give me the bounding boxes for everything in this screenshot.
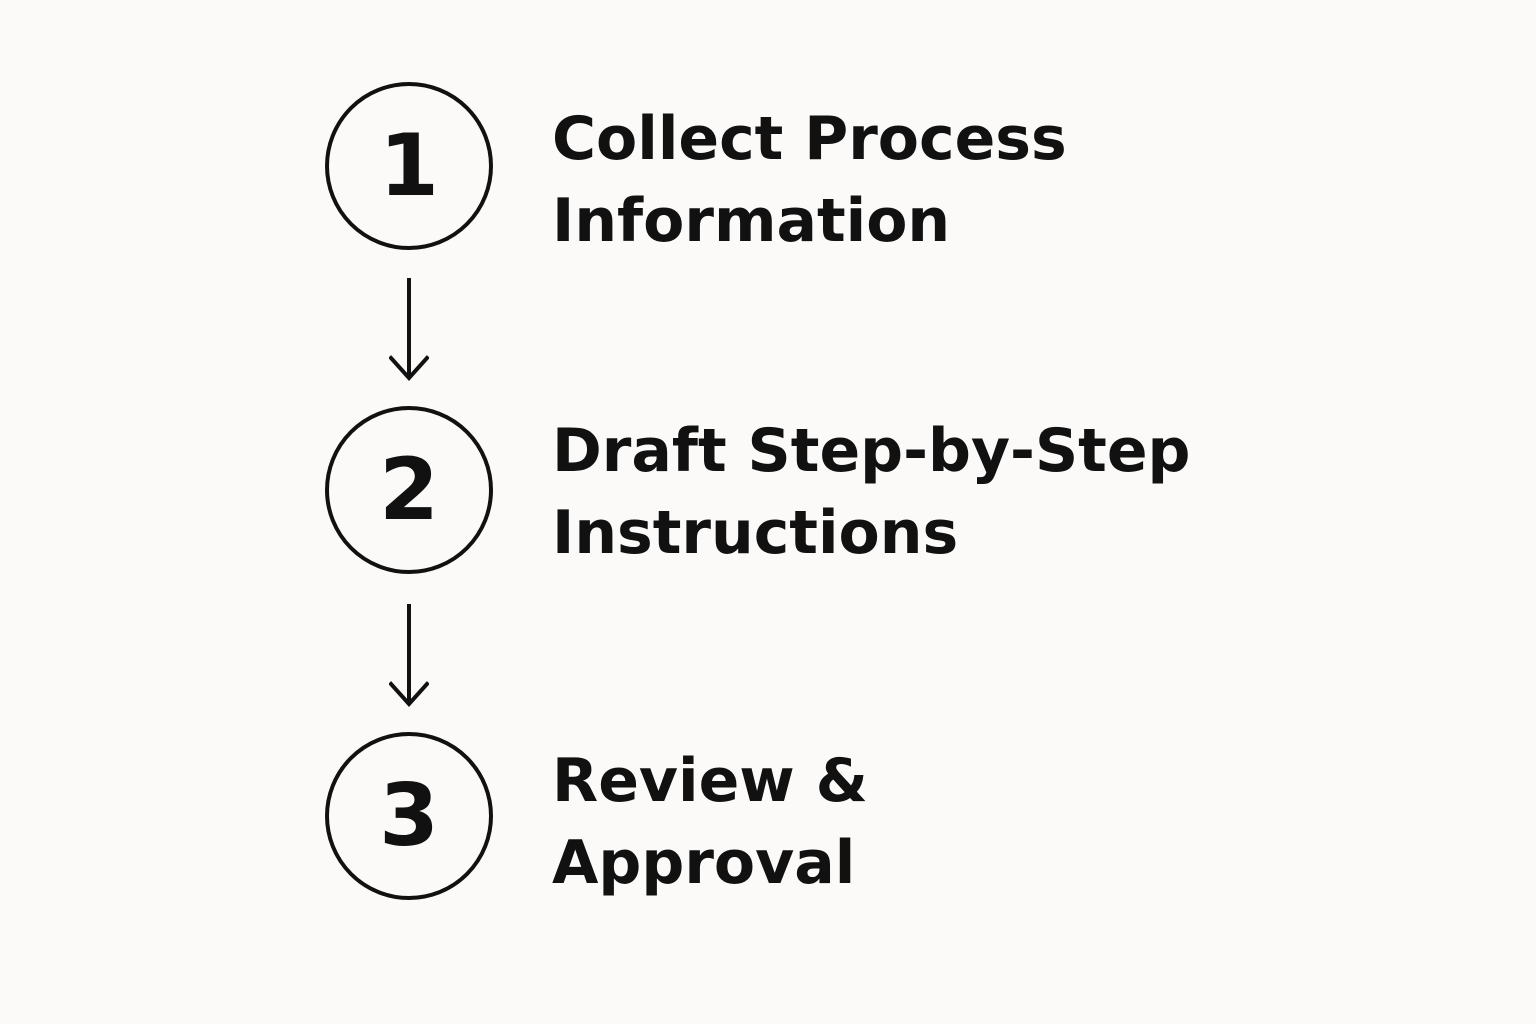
step-2-label-line-1: Draft Step-by-Step xyxy=(552,416,1191,486)
step-2-label-line-2: Instructions xyxy=(552,498,959,568)
step-2-label: Draft Step-by-Step Instructions xyxy=(552,410,1452,574)
step-3-label-line-2: Approval xyxy=(552,828,856,898)
step-1-circle: 1 xyxy=(325,82,493,250)
step-3-circle: 3 xyxy=(325,732,493,900)
step-1-label: Collect Process Information xyxy=(552,98,1452,262)
step-1-label-line-2: Information xyxy=(552,186,951,256)
step-3-label: Review & Approval xyxy=(552,740,1452,904)
arrow-down-icon xyxy=(389,278,429,382)
arrow-down-icon xyxy=(389,604,429,708)
step-2-number: 2 xyxy=(379,440,439,540)
step-1-number: 1 xyxy=(379,116,439,216)
step-2-circle: 2 xyxy=(325,406,493,574)
step-3-label-line-1: Review & xyxy=(552,746,868,816)
step-3-number: 3 xyxy=(379,766,439,866)
step-1-label-line-1: Collect Process xyxy=(552,104,1067,174)
